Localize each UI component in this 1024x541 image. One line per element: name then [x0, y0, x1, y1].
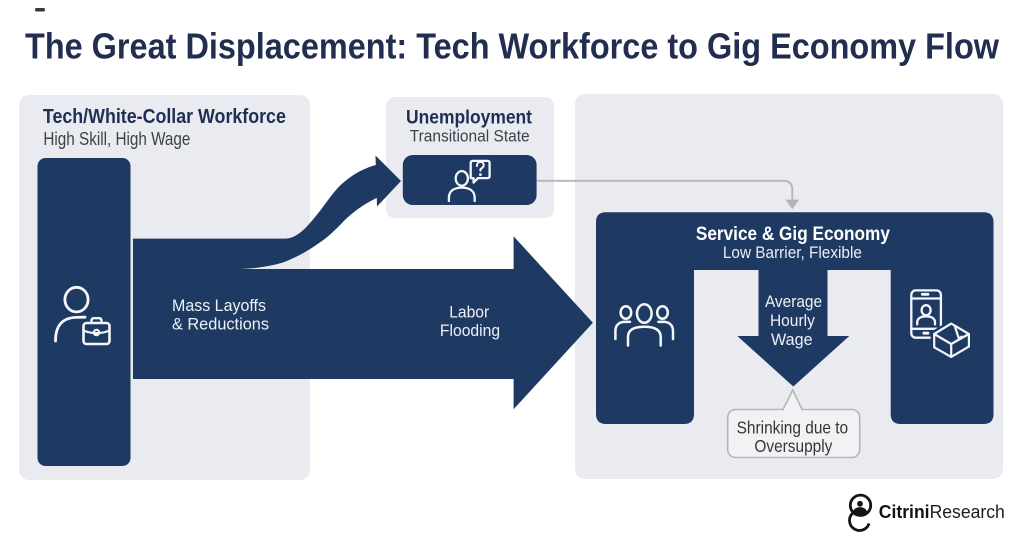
- svg-text:Average: Average: [765, 293, 822, 311]
- svg-text:High Skill, High Wage: High Skill, High Wage: [43, 128, 190, 149]
- svg-text:Low Barrier, Flexible: Low Barrier, Flexible: [723, 244, 862, 262]
- svg-text:Labor: Labor: [449, 304, 489, 322]
- svg-text:Service & Gig Economy: Service & Gig Economy: [696, 223, 890, 245]
- svg-text:Wage: Wage: [771, 331, 813, 349]
- svg-text:Transitional State: Transitional State: [410, 128, 530, 146]
- svg-text:The Great Displacement: Tech W: The Great Displacement: Tech Workforce t…: [25, 26, 1000, 67]
- svg-text:Hourly: Hourly: [770, 312, 816, 330]
- svg-text:Unemployment: Unemployment: [406, 106, 532, 128]
- svg-text:Flooding: Flooding: [440, 322, 500, 340]
- svg-text:Mass Layoffs: Mass Layoffs: [172, 297, 266, 315]
- svg-text:Shrinking due to: Shrinking due to: [737, 417, 849, 437]
- svg-text:Tech/White-Collar Workforce: Tech/White-Collar Workforce: [43, 106, 286, 128]
- svg-text:& Reductions: & Reductions: [172, 315, 269, 333]
- svg-text:CitriniResearch: CitriniResearch: [879, 501, 1005, 522]
- svg-text:Oversupply: Oversupply: [754, 436, 832, 456]
